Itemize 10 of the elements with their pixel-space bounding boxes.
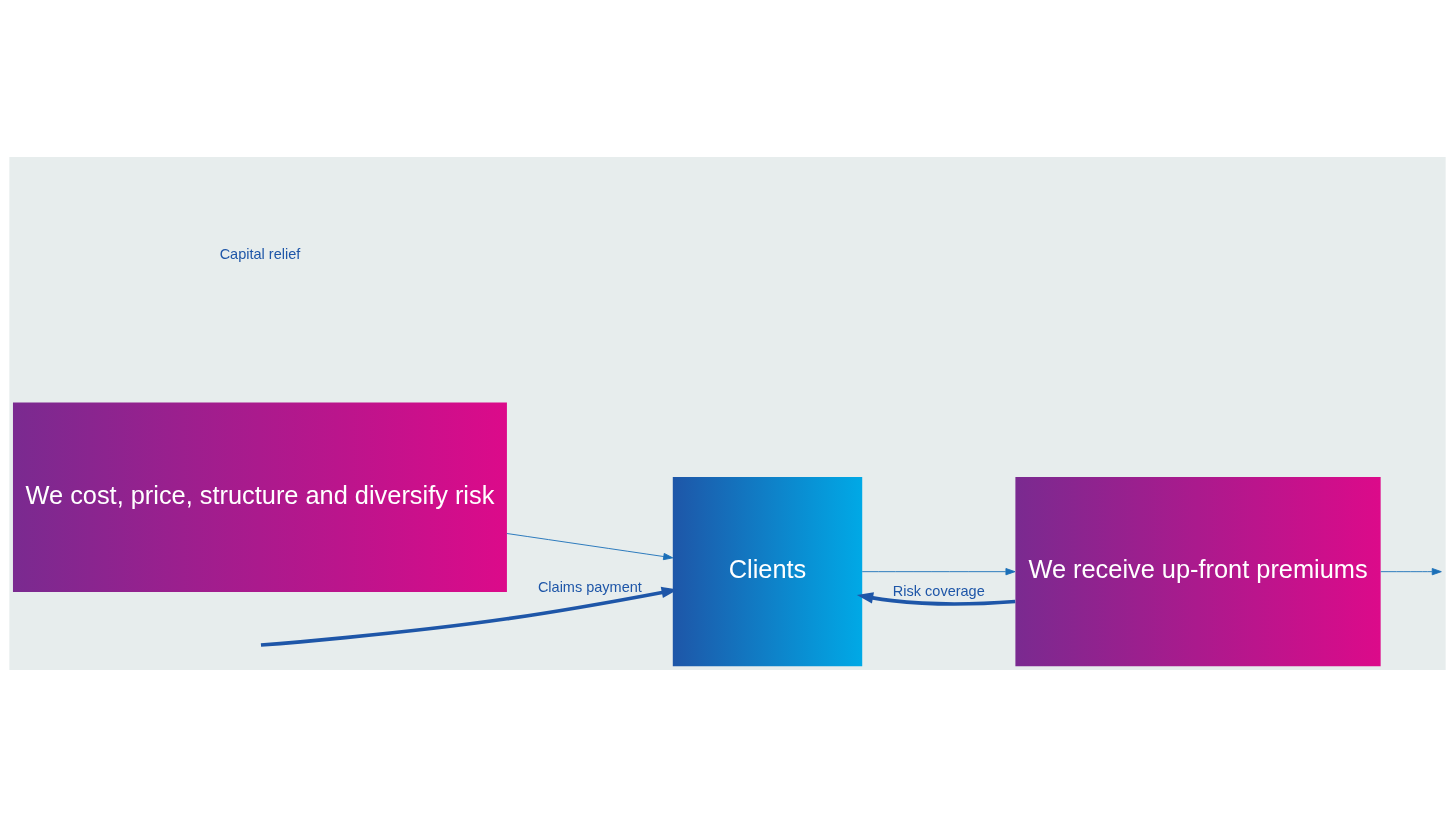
node-box: We cost, price, structure and diversify risk bbox=[12, 402, 507, 593]
node-box: Clients bbox=[672, 476, 863, 667]
arrow bbox=[1380, 568, 1442, 576]
node-box: We receive up-front premiums bbox=[1015, 476, 1381, 667]
arrow bbox=[506, 533, 674, 561]
arrow bbox=[856, 592, 1016, 606]
label: Capital relief bbox=[219, 245, 301, 262]
edge-label: Risk coverage bbox=[892, 582, 985, 599]
arrow bbox=[861, 568, 1016, 576]
edge-label: Claims payment bbox=[537, 579, 642, 596]
